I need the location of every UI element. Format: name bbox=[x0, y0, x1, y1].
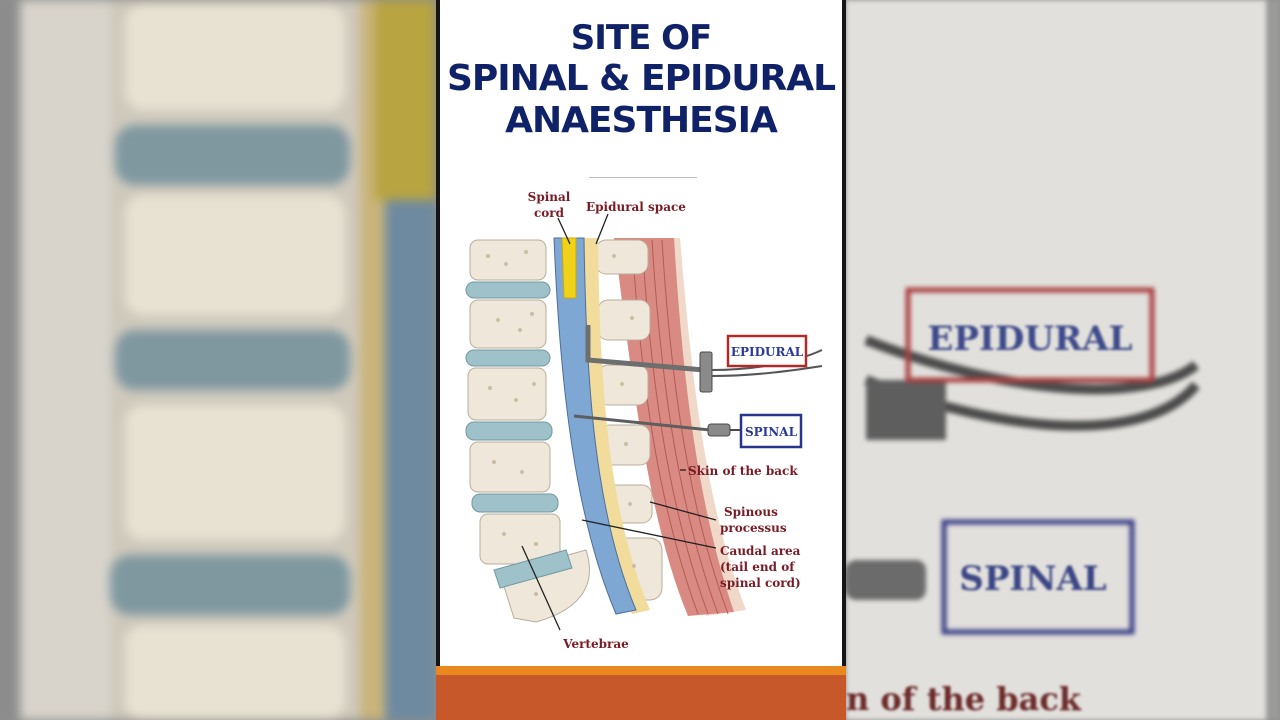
background-epidural-text: EPIDURAL bbox=[927, 319, 1132, 359]
background-vertebra-blocks bbox=[110, 5, 350, 720]
panel-edge-right bbox=[842, 0, 846, 720]
background-spinal-text: SPINAL bbox=[959, 559, 1106, 599]
content-panel: SITE OF SPINAL & EPIDURAL ANAESTHESIA bbox=[436, 0, 846, 720]
background-right-text-layer: EPIDURAL SPINAL n of the back bbox=[846, 319, 1133, 718]
spinal-needle bbox=[573, 414, 740, 437]
title-line-3: ANAESTHESIA bbox=[505, 100, 778, 141]
title-line-1: SITE OF bbox=[570, 18, 713, 58]
epidural-needle bbox=[585, 325, 823, 393]
label-vertebrae: Vertebrae bbox=[562, 637, 629, 651]
epidural-label-box bbox=[726, 334, 808, 368]
title-line-2: SPINAL & EPIDURAL bbox=[446, 58, 836, 99]
label-caudal-2: (tail end of bbox=[720, 560, 795, 574]
label-spinous-2: processus bbox=[720, 521, 787, 535]
label-skin-of-back: Skin of the back bbox=[688, 464, 798, 478]
leader-lines bbox=[521, 213, 717, 631]
title-divider bbox=[589, 177, 697, 178]
background-left-blurred bbox=[0, 0, 436, 720]
label-caudal-3: spinal cord) bbox=[720, 576, 801, 590]
intervertebral-discs bbox=[465, 281, 573, 589]
footer-stripe bbox=[436, 666, 846, 675]
label-epidural-space: Epidural space bbox=[586, 200, 686, 214]
background-skin-text: n of the back bbox=[846, 680, 1082, 718]
bone-speckles bbox=[486, 250, 636, 596]
background-right-art bbox=[846, 0, 1280, 720]
label-caudal-1: Caudal area bbox=[720, 544, 801, 558]
spinal-needle-hub bbox=[707, 423, 731, 437]
spinal-label-box bbox=[739, 413, 803, 449]
label-spinal-cord-1: Spinal bbox=[528, 190, 571, 204]
panel-edge-left bbox=[436, 0, 440, 720]
spinal-label: SPINAL bbox=[745, 425, 798, 439]
footer-bar bbox=[436, 675, 846, 720]
background-left-art bbox=[0, 0, 436, 720]
muscle-striations bbox=[631, 239, 729, 615]
spinal-cord bbox=[561, 237, 577, 299]
background-right-blurred: EPIDURAL SPINAL n of the back bbox=[846, 0, 1280, 720]
epidural-needle-hub bbox=[699, 351, 713, 393]
epidural-band bbox=[576, 238, 650, 614]
label-spinous-1: Spinous bbox=[724, 505, 778, 519]
epidural-label: EPIDURAL bbox=[731, 345, 804, 359]
label-spinal-cord-2: cord bbox=[534, 206, 565, 220]
spine-diagram: EPIDURAL SPINAL Spinal cord Epidural spa… bbox=[465, 190, 823, 651]
